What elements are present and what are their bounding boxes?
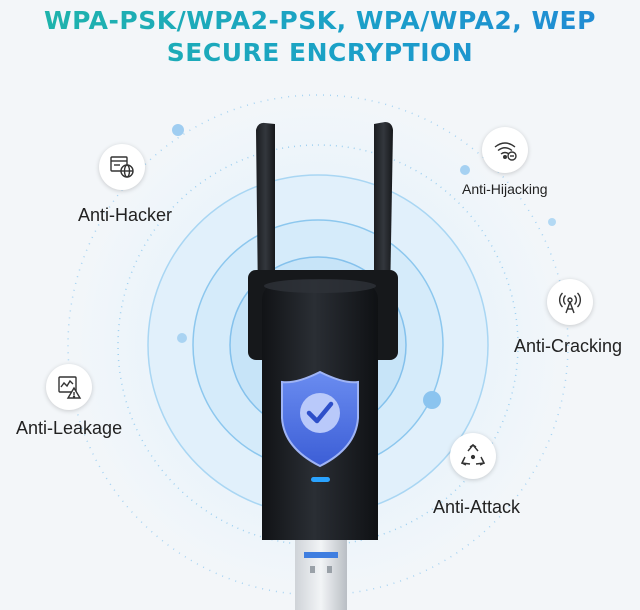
feature-label-anti-attack: Anti-Attack <box>433 497 521 517</box>
status-led <box>311 477 330 482</box>
usb-connector <box>295 540 347 610</box>
signal-tower-icon <box>547 279 593 325</box>
browser-globe-icon <box>99 144 145 190</box>
signal-dot <box>548 218 556 226</box>
feature-label-anti-leakage: Anti-Leakage <box>16 418 123 438</box>
feature-label-anti-cracking: Anti-Cracking <box>514 336 623 356</box>
antenna-left <box>256 122 275 300</box>
wifi-lock-icon <box>482 127 528 173</box>
signal-dot <box>460 165 470 175</box>
feature-label-anti-hacker: Anti-Hacker <box>78 205 173 225</box>
feature-label-anti-hijacking: Anti-Hijacking <box>462 181 548 197</box>
signal-dot <box>172 124 184 136</box>
headline-line-1: WPA-PSK/WPA2-PSK, WPA/WPA2, WEP <box>0 6 640 35</box>
chart-warning-icon <box>46 364 92 410</box>
hazard-recycle-icon <box>450 433 496 479</box>
ring-4 <box>117 144 519 546</box>
headline-line-2: SECURE ENCRYPTION <box>0 38 640 67</box>
antenna-right <box>374 122 393 300</box>
signal-dot <box>177 333 187 343</box>
signal-dot <box>423 391 441 409</box>
